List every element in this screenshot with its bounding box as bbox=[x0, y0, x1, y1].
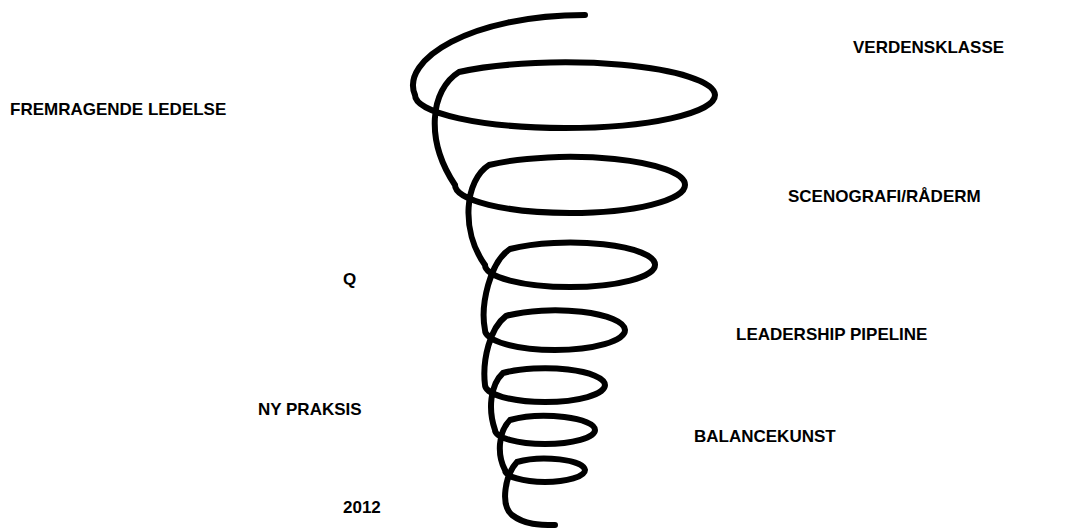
spiral-label: LEADERSHIP PIPELINE bbox=[736, 325, 927, 345]
spiral-label: SCENOGRAFI/RÅDERM bbox=[788, 187, 981, 207]
spiral-label: VERDENSKLASSE bbox=[853, 38, 1004, 58]
spiral-line bbox=[413, 15, 715, 525]
spiral-label: BALANCEKUNST bbox=[694, 427, 836, 447]
spiral-label: NY PRAKSIS bbox=[258, 400, 362, 420]
spiral-label: FREMRAGENDE LEDELSE bbox=[10, 100, 226, 120]
spiral-label: 2012 bbox=[343, 498, 381, 518]
spiral-label: Q bbox=[343, 270, 356, 290]
